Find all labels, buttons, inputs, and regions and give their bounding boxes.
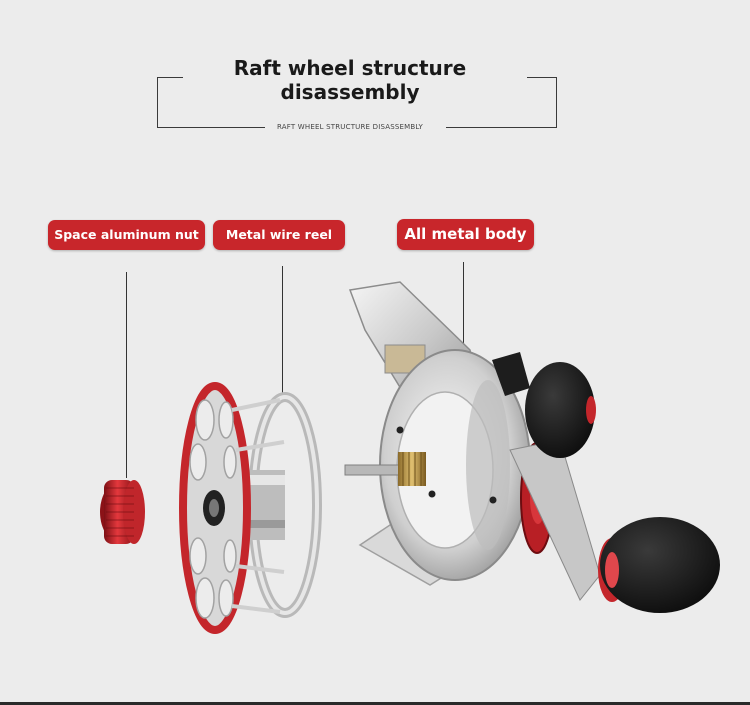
page-title-line-2: disassembly [280,80,420,104]
leader-line-body [463,262,464,374]
frame-right-vertical [556,77,557,128]
label-all-metal-body: All metal body [397,219,534,250]
leader-line-reel [282,266,283,398]
frame-left-top [157,77,183,78]
frame-right-bottom [446,127,557,128]
aluminum-nut-graphic [100,480,145,544]
leader-line-nut [126,272,127,478]
page-title-line-1: Raft wheel structure [233,56,467,80]
lower-knob [598,517,720,613]
page-title: Raft wheel structure disassembly [180,56,520,104]
page-subtitle: RAFT WHEEL STRUCTURE DISASSEMBLY [276,123,424,131]
label-metal-wire-reel: Metal wire reel [213,220,345,250]
frame-left-vertical [157,77,158,128]
frame-right-top [527,77,557,78]
label-space-aluminum-nut: Space aluminum nut [48,220,205,250]
metal-body-graphic [344,281,720,613]
frame-left-bottom [157,127,265,128]
upper-knob [492,352,596,458]
bottom-rule [0,702,750,705]
wire-reel-graphic [179,382,322,634]
